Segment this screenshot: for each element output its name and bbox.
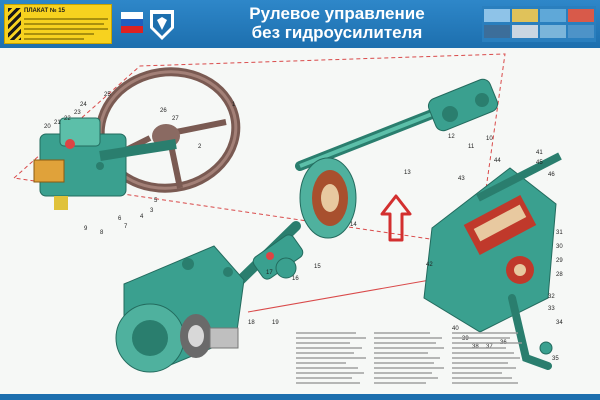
parts-legend — [296, 332, 528, 392]
steering-diagram: 1 2 3 4 5 6 7 8 9 10 11 12 13 14 15 16 1… — [12, 53, 563, 373]
badge-title: ПЛАКАТ № 15 — [24, 8, 65, 14]
callout-25: 25 — [104, 92, 111, 98]
callout-31: 31 — [556, 230, 563, 236]
callout-33: 33 — [548, 306, 555, 312]
callout-34: 34 — [556, 320, 563, 326]
poster-title: Рулевое управление без гидроусилителя — [212, 4, 462, 42]
callout-19: 19 — [272, 320, 279, 326]
callout-41: 41 — [536, 150, 543, 156]
callout-2: 2 — [198, 144, 202, 150]
callout-23: 23 — [74, 110, 81, 116]
title-line-2: без гидроусилителя — [251, 23, 423, 42]
callout-17: 17 — [266, 270, 273, 276]
title-line-1: Рулевое управление — [249, 4, 425, 23]
gaz-logo-icon — [150, 10, 174, 40]
pointer-line — [247, 279, 431, 313]
callout-26: 26 — [160, 108, 167, 114]
callout-20: 20 — [44, 124, 51, 130]
callout-29: 29 — [556, 258, 563, 264]
callout-28: 28 — [556, 272, 563, 278]
callout-3: 3 — [150, 208, 154, 214]
callout-22: 22 — [64, 116, 71, 122]
header-bar: ПЛАКАТ № 15 Рулевое управление без гидро… — [0, 0, 600, 48]
callout-44: 44 — [494, 158, 501, 164]
callout-18: 18 — [248, 320, 255, 326]
callout-16: 16 — [292, 276, 299, 282]
callout-45: 45 — [536, 160, 543, 166]
gear-cutaway — [423, 152, 562, 370]
steering-shaft — [295, 78, 499, 171]
callout-7: 7 — [124, 224, 128, 230]
callout-6: 6 — [118, 216, 122, 222]
callout-30: 30 — [556, 244, 563, 250]
callout-13: 13 — [404, 170, 411, 176]
legend-column-3 — [452, 332, 526, 387]
legend-column-1 — [296, 332, 370, 387]
callout-8: 8 — [100, 230, 104, 236]
callout-35: 35 — [552, 356, 559, 362]
callout-27: 27 — [172, 116, 179, 122]
footer-bar — [0, 394, 600, 400]
poster-badge: ПЛАКАТ № 15 — [4, 4, 112, 44]
callout-1: 1 — [232, 102, 236, 108]
callout-32: 32 — [548, 294, 555, 300]
steering-column-assembly — [33, 117, 177, 210]
callout-40: 40 — [452, 326, 459, 332]
mounting-flange — [299, 157, 357, 239]
callout-14: 14 — [350, 222, 357, 228]
callout-5: 5 — [154, 198, 158, 204]
callout-46: 46 — [548, 172, 555, 178]
up-arrow-icon — [380, 194, 412, 242]
poster-thumbnails — [482, 6, 596, 42]
callout-11: 11 — [468, 144, 475, 150]
callout-15: 15 — [314, 264, 321, 270]
legend-column-2 — [374, 332, 448, 387]
steering-gear-box — [115, 245, 245, 373]
callout-10: 10 — [486, 136, 493, 142]
callout-43: 43 — [458, 176, 465, 182]
logos — [121, 10, 174, 40]
flag-icon — [121, 12, 143, 33]
callout-42: 42 — [426, 262, 433, 268]
callout-39: 39 — [462, 336, 469, 342]
callout-21: 21 — [54, 120, 61, 126]
callout-9: 9 — [84, 226, 88, 232]
badge-stripe — [8, 8, 21, 40]
callout-12: 12 — [448, 134, 455, 140]
callout-24: 24 — [80, 102, 87, 108]
callout-4: 4 — [140, 214, 144, 220]
